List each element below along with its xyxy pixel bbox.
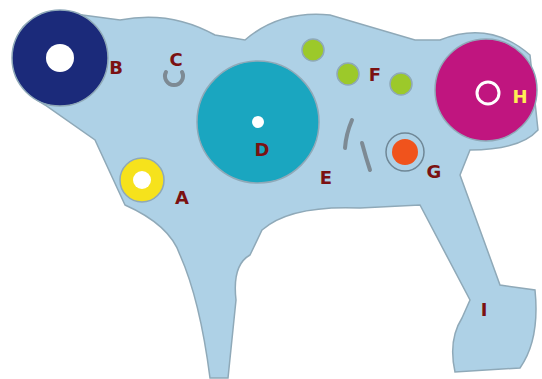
part-letter: B (109, 59, 123, 77)
clip-c (165, 72, 183, 85)
pin-f1 (302, 39, 324, 61)
part-letter: F (369, 66, 381, 84)
wheel-d-disc (197, 61, 319, 183)
slot-e1 (345, 120, 352, 148)
slot-e2 (362, 143, 370, 170)
part-letter: A (175, 189, 189, 207)
jewel-g-ring (386, 133, 424, 171)
part-letter: D (255, 141, 270, 159)
part-letter: H (512, 88, 527, 106)
jewel-g (392, 139, 418, 165)
pin-f3 (390, 73, 412, 95)
part-letter: G (427, 163, 442, 181)
jewel-a-hole (133, 171, 151, 189)
wheel-h: H (434, 38, 538, 142)
part-letter: C (169, 51, 182, 69)
wheel-d: D (196, 60, 320, 184)
jewel-b-hole (46, 44, 74, 72)
part-letter: E (320, 169, 332, 187)
wheel-d-shape (196, 60, 320, 184)
part-letter: I (481, 301, 488, 319)
jewel-b (12, 10, 108, 106)
wheel-h-disc (435, 39, 537, 141)
wheel-d-hole (252, 116, 264, 128)
wheel-h-hole (477, 82, 499, 104)
jewel-a (120, 158, 164, 202)
pin-f2 (337, 63, 359, 85)
